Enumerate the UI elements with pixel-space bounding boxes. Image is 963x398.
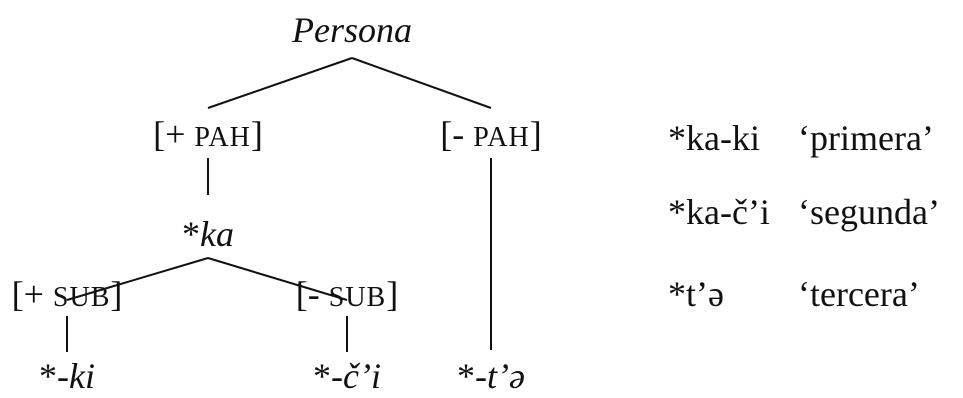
reconstruction-asterisk: *: [457, 356, 475, 396]
gloss-row-gloss: ‘segunda’: [798, 192, 940, 232]
gloss-row-form: *ka-č’i: [668, 192, 770, 232]
tree-edges: [66, 57, 492, 352]
morpheme-ki: -ki: [57, 356, 95, 396]
root-node-persona: Persona: [291, 10, 412, 50]
feature-pah: PAH: [473, 122, 529, 153]
edge-root-pah-minus: [351, 57, 492, 109]
leaf-ci: *-č’i: [313, 356, 381, 396]
reconstruction-asterisk: *: [313, 356, 331, 396]
gloss-row-form: *ka-ki: [668, 118, 760, 158]
reconstruction-asterisk: *: [182, 214, 200, 254]
node-pah-minus: [- PAH]: [440, 114, 541, 154]
bracket-close: ]: [110, 274, 122, 314]
morpheme-ka: ka: [200, 214, 234, 254]
bracket-open: [+: [153, 114, 194, 154]
edge-root-pah-plus: [207, 57, 353, 109]
gloss-row-gloss: ‘tercera’: [798, 274, 920, 314]
feature-pah: PAH: [194, 122, 250, 153]
gloss-row-gloss: ‘primera’: [798, 118, 934, 158]
edge-ka-sub-plus: [66, 257, 209, 301]
morpheme-te: -t’ə: [475, 356, 525, 396]
gloss-table: *ka-ki ‘primera’ *ka-č’i ‘segunda’ *t’ə …: [668, 118, 940, 314]
feature-sub: SUB: [53, 282, 110, 313]
feature-sub: SUB: [329, 282, 386, 313]
node-sub-plus: [+ SUB]: [12, 274, 123, 314]
gloss-row-form: *t’ə: [668, 274, 724, 314]
bracket-open: [+: [12, 274, 53, 314]
node-ka: *ka: [182, 214, 234, 254]
morpheme-ci: -č’i: [331, 356, 381, 396]
bracket-close: ]: [386, 274, 398, 314]
bracket-close: ]: [530, 114, 542, 154]
bracket-open: [-: [296, 274, 329, 314]
leaf-te: *-t’ə: [457, 356, 525, 396]
leaf-ki: *-ki: [39, 356, 95, 396]
bracket-open: [-: [440, 114, 473, 154]
node-pah-plus: [+ PAH]: [153, 114, 263, 154]
node-sub-minus: [- SUB]: [296, 274, 398, 314]
bracket-close: ]: [251, 114, 263, 154]
reconstruction-asterisk: *: [39, 356, 57, 396]
edge-ka-sub-minus: [207, 257, 348, 301]
